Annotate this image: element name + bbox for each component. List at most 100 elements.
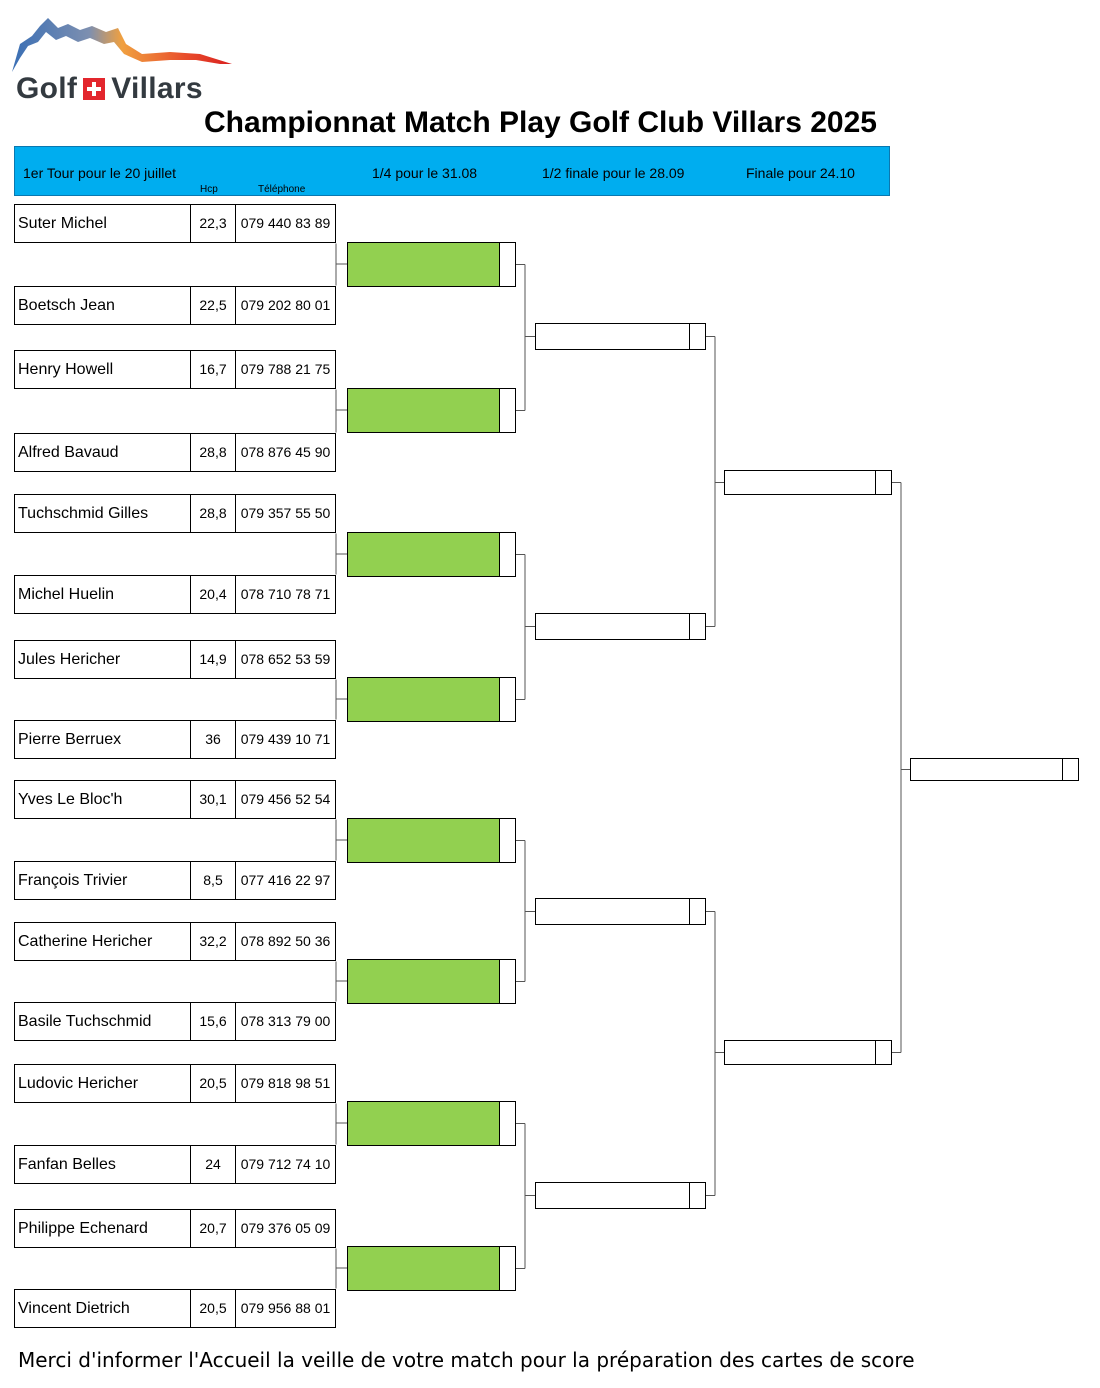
hcp-column-label: Hcp xyxy=(200,184,218,195)
quarter-final-slot xyxy=(347,677,516,722)
semi-final-slot xyxy=(535,1182,706,1209)
score-box xyxy=(875,471,891,494)
player-hcp: 22,5 xyxy=(190,287,235,324)
player-hcp: 28,8 xyxy=(190,495,235,532)
player-hcp: 32,2 xyxy=(190,923,235,960)
player-name: Basile Tuchschmid xyxy=(18,1013,152,1030)
quarter-final-slot xyxy=(347,388,516,433)
quarter-final-slot xyxy=(347,959,516,1004)
score-box xyxy=(499,389,515,432)
score-box xyxy=(875,1041,891,1064)
final-label: Finale pour 24.10 xyxy=(746,165,855,181)
player-phone: 079 440 83 89 xyxy=(235,205,335,242)
page-title: Championnat Match Play Golf Club Villars… xyxy=(204,106,877,139)
quarter-final-slot xyxy=(347,1246,516,1291)
final-slot xyxy=(724,470,892,495)
semi-final-label: 1/2 finale pour le 28.09 xyxy=(542,165,685,181)
rounds-header: 1er Tour pour le 20 juillet 1/4 pour le … xyxy=(14,146,890,196)
player-hcp: 16,7 xyxy=(190,351,235,388)
player-phone: 078 876 45 90 xyxy=(235,434,335,471)
player-phone: 079 818 98 51 xyxy=(235,1065,335,1102)
player-phone: 079 788 21 75 xyxy=(235,351,335,388)
player-hcp: 20,5 xyxy=(190,1290,235,1327)
player-name: Fanfan Belles xyxy=(18,1156,116,1173)
semi-final-slot xyxy=(535,898,706,925)
player-phone: 079 712 74 10 xyxy=(235,1146,335,1183)
player-hcp: 22,3 xyxy=(190,205,235,242)
player-hcp: 20,5 xyxy=(190,1065,235,1102)
score-box xyxy=(499,1102,515,1145)
swiss-cross-icon xyxy=(83,78,106,100)
quarter-final-label: 1/4 pour le 31.08 xyxy=(372,165,478,181)
player-name: Philippe Echenard xyxy=(18,1220,148,1237)
score-box xyxy=(499,1247,515,1290)
mountain-logo-icon xyxy=(12,18,232,72)
score-box xyxy=(689,899,705,924)
score-box xyxy=(499,819,515,862)
player-hcp: 20,4 xyxy=(190,576,235,613)
player-name: Catherine Hericher xyxy=(18,933,153,950)
quarter-final-slot xyxy=(347,532,516,577)
player-phone: 078 892 50 36 xyxy=(235,923,335,960)
quarter-final-slot xyxy=(347,818,516,863)
player-phone: 079 357 55 50 xyxy=(235,495,335,532)
player-name: Pierre Berruex xyxy=(18,731,122,748)
score-box xyxy=(499,243,515,286)
player-phone: 078 313 79 00 xyxy=(235,1003,335,1040)
quarter-final-slot xyxy=(347,1101,516,1146)
player-phone: 079 456 52 54 xyxy=(235,781,335,818)
player-phone: 078 652 53 59 xyxy=(235,641,335,678)
logo-wordmark: Golf Villars xyxy=(16,72,203,106)
player-name: Vincent Dietrich xyxy=(18,1300,130,1317)
logo-word-villars: Villars xyxy=(111,72,203,105)
winner-slot xyxy=(910,758,1079,781)
player-name: François Trivier xyxy=(18,872,128,889)
score-box xyxy=(499,678,515,721)
semi-final-slot xyxy=(535,613,706,640)
player-hcp: 24 xyxy=(190,1146,235,1183)
player-hcp: 28,8 xyxy=(190,434,235,471)
player-hcp: 20,7 xyxy=(190,1210,235,1247)
score-box xyxy=(1062,759,1078,780)
player-phone: 079 956 88 01 xyxy=(235,1290,335,1327)
score-box xyxy=(499,960,515,1003)
player-phone: 079 439 10 71 xyxy=(235,721,335,758)
player-phone: 078 710 78 71 xyxy=(235,576,335,613)
player-name: Suter Michel xyxy=(18,215,107,232)
phone-column-label: Téléphone xyxy=(258,184,306,195)
final-slot xyxy=(724,1040,892,1065)
logo-word-golf: Golf xyxy=(16,72,78,105)
footer-note: Merci d'informer l'Accueil la veille de … xyxy=(18,1348,915,1372)
score-box xyxy=(689,614,705,639)
player-name: Ludovic Hericher xyxy=(18,1075,139,1092)
player-hcp: 30,1 xyxy=(190,781,235,818)
player-hcp: 8,5 xyxy=(190,862,235,899)
player-name: Boetsch Jean xyxy=(18,297,115,314)
player-name: Jules Hericher xyxy=(18,651,121,668)
player-phone: 079 202 80 01 xyxy=(235,287,335,324)
player-name: Alfred Bavaud xyxy=(18,444,119,461)
score-box xyxy=(689,324,705,349)
score-box xyxy=(499,533,515,576)
quarter-final-slot xyxy=(347,242,516,287)
golf-villars-logo: Golf Villars xyxy=(10,14,242,106)
player-hcp: 36 xyxy=(190,721,235,758)
semi-final-slot xyxy=(535,323,706,350)
player-hcp: 14,9 xyxy=(190,641,235,678)
player-name: Tuchschmid Gilles xyxy=(18,505,149,522)
player-name: Michel Huelin xyxy=(18,586,115,603)
